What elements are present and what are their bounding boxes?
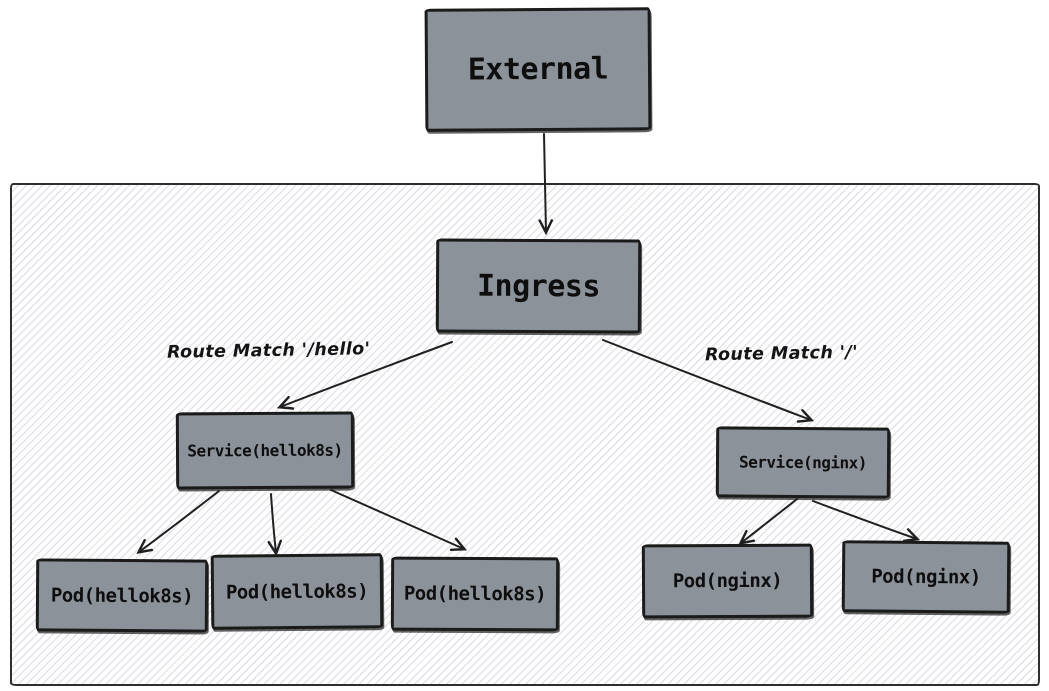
node-pod-hellok8s-2-label: Pod(hellok8s) (225, 579, 369, 604)
node-external: External (424, 7, 652, 132)
node-pod-hellok8s-1-label: Pod(hellok8s) (50, 584, 194, 607)
node-pod-nginx-2-label: Pod(nginx) (871, 565, 981, 589)
node-pod-hellok8s-3: Pod(hellok8s) (390, 556, 560, 632)
edge-label-route-hello: Route Match '/hello' (166, 339, 371, 363)
node-external-label: External (467, 51, 609, 88)
node-pod-nginx-1: Pod(nginx) (641, 543, 814, 619)
node-pod-nginx-2: Pod(nginx) (841, 540, 1011, 614)
node-service-hellok8s-label: Service(hellok8s) (187, 440, 343, 461)
node-service-hellok8s: Service(hellok8s) (175, 411, 355, 490)
node-pod-hellok8s-3-label: Pod(hellok8s) (403, 582, 547, 606)
node-service-nginx: Service(nginx) (715, 426, 891, 499)
edge-label-route-root: Route Match '/' (704, 342, 859, 366)
node-pod-hellok8s-1: Pod(hellok8s) (35, 558, 209, 633)
node-service-nginx-label: Service(nginx) (738, 452, 867, 473)
node-pod-hellok8s-2: Pod(hellok8s) (210, 553, 384, 630)
node-ingress: Ingress (435, 238, 642, 334)
node-ingress-label: Ingress (476, 268, 601, 304)
node-pod-nginx-1-label: Pod(nginx) (672, 569, 783, 593)
